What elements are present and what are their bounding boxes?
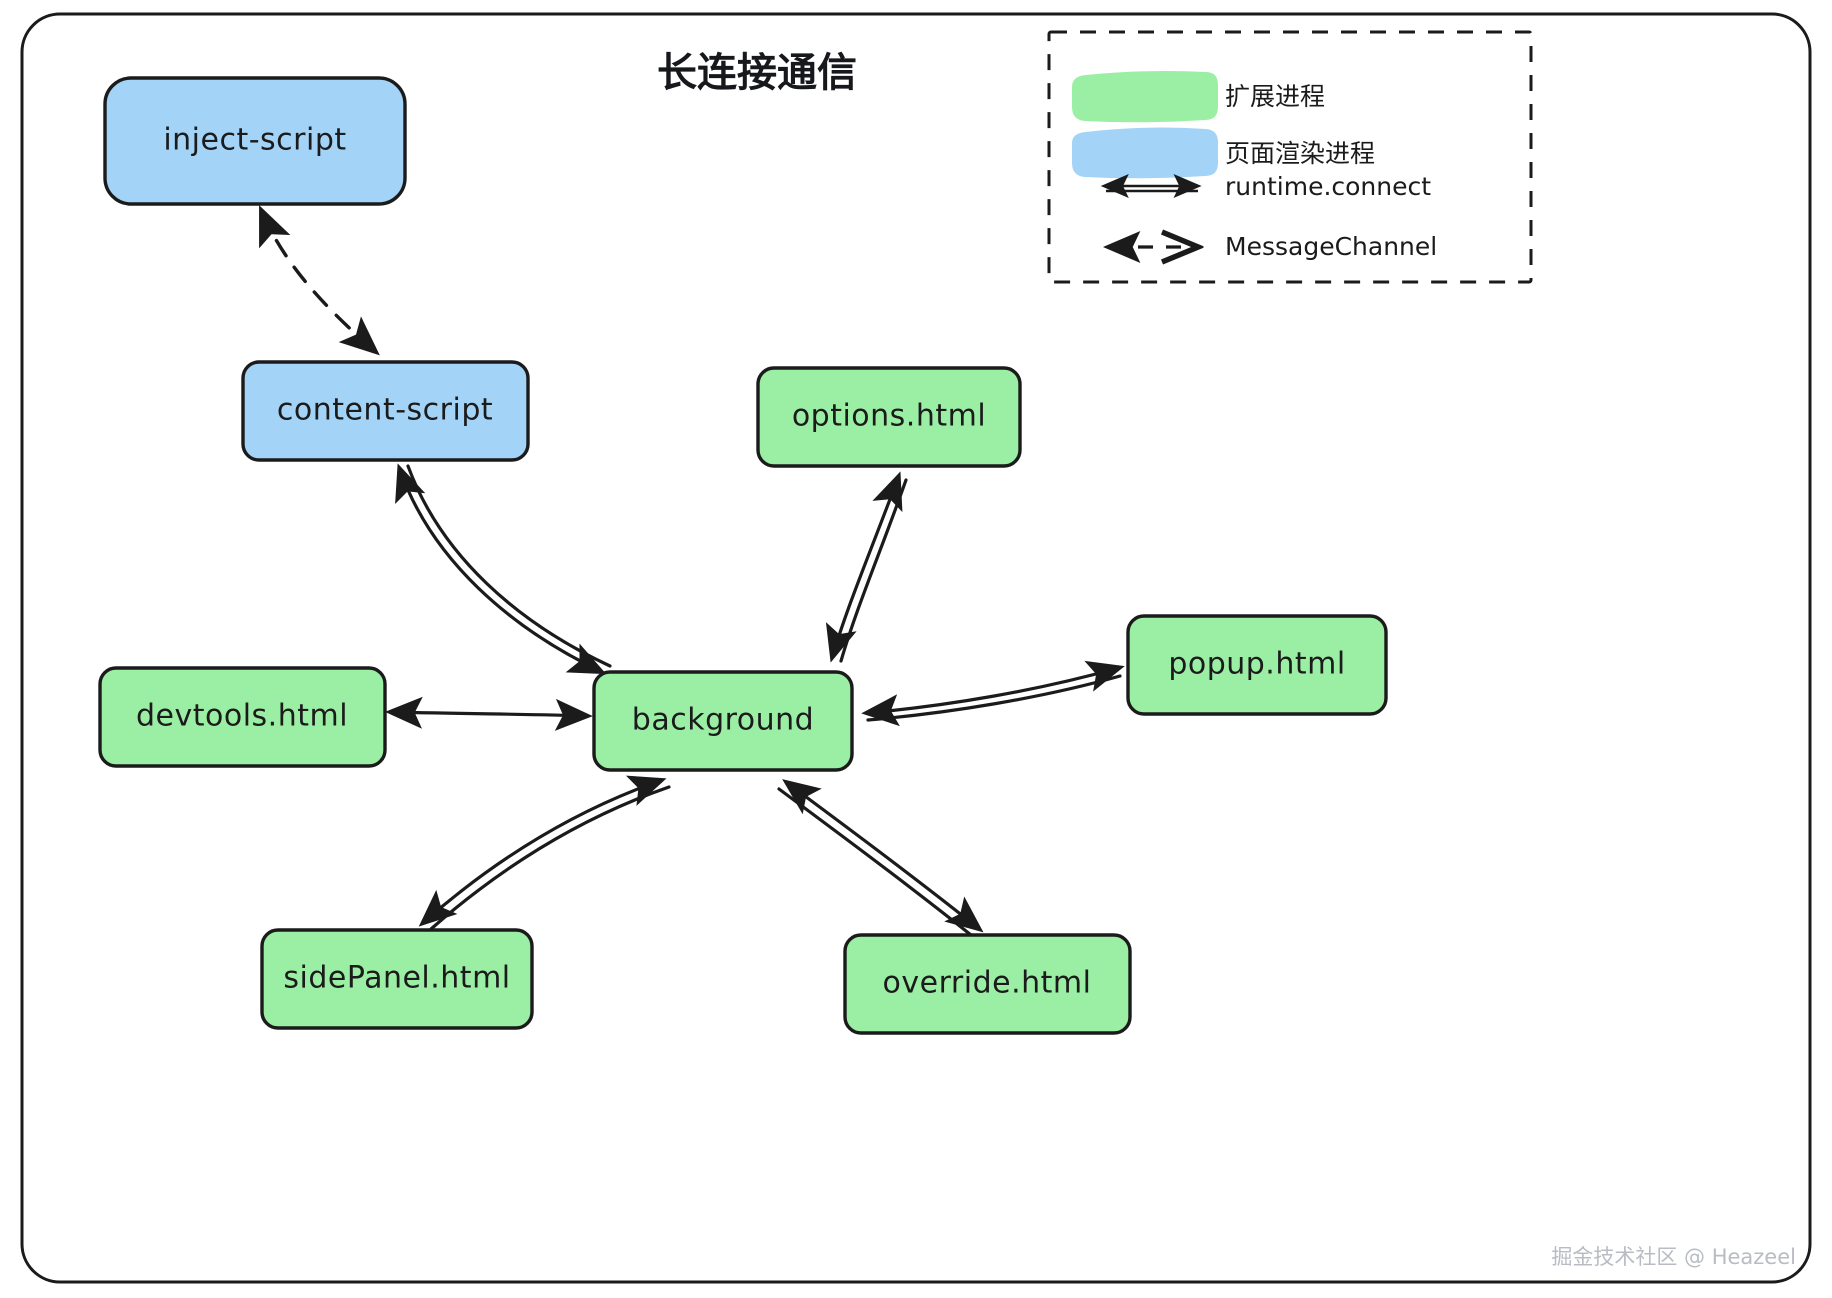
edge-override-background: [777, 779, 984, 937]
node-label-popup-html: popup.html: [1168, 647, 1345, 682]
green-swatch-icon: [1072, 71, 1218, 123]
node-override-html[interactable]: override.html: [843, 933, 1132, 1035]
node-background[interactable]: background: [592, 670, 854, 772]
edge-options-background: [825, 471, 908, 663]
legend-label-extension-process: 扩展进程: [1225, 82, 1325, 111]
blue-swatch-icon: [1072, 127, 1218, 179]
legend-border: [1047, 30, 1533, 284]
legend-label-page-render-process: 页面渲染进程: [1225, 139, 1375, 168]
node-layer: inject-script content-script options.htm…: [98, 76, 1388, 1035]
node-devtools-html[interactable]: devtools.html: [98, 666, 387, 768]
node-side-panel-html[interactable]: sidePanel.html: [260, 928, 534, 1030]
edge-sidepanel-background: [418, 775, 671, 931]
node-label-inject-script: inject-script: [163, 123, 346, 158]
watermark: 掘金技术社区 @ Heazeel: [1551, 1245, 1796, 1269]
node-inject-script[interactable]: inject-script: [103, 76, 407, 206]
edge-layer: [259, 205, 1125, 937]
edge-devtools-background: [384, 696, 593, 731]
node-label-override-html: override.html: [883, 966, 1092, 1001]
legend-item-extension-process: 扩展进程: [1072, 71, 1325, 123]
legend-label-message-channel: MessageChannel: [1225, 232, 1437, 261]
node-label-background: background: [632, 703, 814, 738]
node-label-options-html: options.html: [792, 399, 986, 434]
legend-item-runtime-connect: runtime.connect: [1100, 172, 1431, 201]
double-arrow-icon: [1100, 174, 1202, 199]
edge-content-script-background: [395, 463, 612, 675]
edge-inject-script-content-script: [259, 205, 380, 356]
legend-item-page-render-process: 页面渲染进程: [1072, 127, 1375, 179]
node-label-content-script: content-script: [277, 393, 493, 428]
node-popup-html[interactable]: popup.html: [1126, 614, 1388, 716]
node-label-devtools-html: devtools.html: [136, 699, 348, 734]
node-label-side-panel-html: sidePanel.html: [283, 961, 510, 996]
edge-popup-background: [861, 660, 1125, 727]
legend: 扩展进程 页面渲染进程 runtime.connect Mess: [1047, 30, 1533, 284]
node-content-script[interactable]: content-script: [241, 360, 530, 462]
node-options-html[interactable]: options.html: [756, 366, 1022, 468]
legend-item-message-channel: MessageChannel: [1110, 232, 1437, 261]
diagram-title: 长连接通信: [657, 50, 857, 96]
legend-label-runtime-connect: runtime.connect: [1225, 172, 1431, 201]
